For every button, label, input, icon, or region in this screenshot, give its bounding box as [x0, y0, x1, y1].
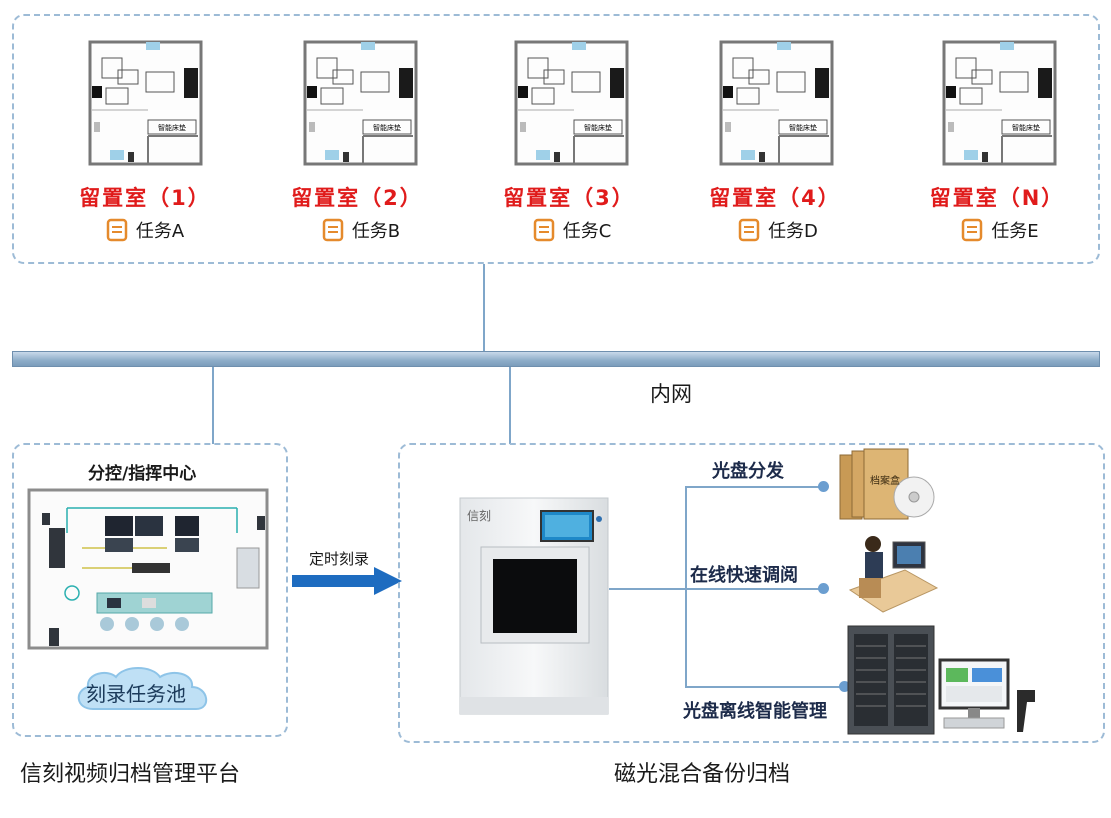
task-document-icon [738, 218, 760, 242]
room-title: 留置室（1） [79, 186, 211, 210]
barcode-scanner-icon [1017, 690, 1035, 732]
room-plan-label: 智能床垫 [584, 123, 612, 132]
room-task: 任务E [935, 217, 1065, 243]
branch-dot-2 [818, 583, 829, 594]
control-center-title: 分控/指挥中心 [88, 464, 197, 484]
bus-connector-left [212, 367, 214, 444]
archive-caption: 磁光混合备份归档 [614, 762, 791, 787]
rooms-region [12, 14, 1100, 264]
branch-dot-1 [818, 481, 829, 492]
workstation-monitor-image [938, 658, 1010, 729]
room-task-label: 任务E [991, 221, 1039, 242]
branch-dot-3 [839, 681, 850, 692]
task-document-icon [322, 218, 344, 242]
platform-label: 信刻视频归档管理平台 [20, 762, 241, 787]
room-plan-label: 智能床垫 [789, 123, 817, 132]
room-title: 留置室（2） [291, 186, 423, 210]
room-floorplan: 智能床垫 [719, 40, 834, 166]
task-pool-label: 刻录任务池 [86, 682, 186, 706]
control-center-floorplan [27, 488, 269, 650]
control-center-region [12, 443, 288, 737]
device-connector [609, 588, 686, 590]
room-task-label: 任务B [351, 221, 401, 242]
network-bus [12, 351, 1100, 367]
device-brand: 信刻 [467, 509, 492, 523]
archive-device [459, 497, 609, 715]
room-floorplan: 智能床垫 [303, 40, 418, 166]
room-task-label: 任务D [768, 221, 818, 242]
branch-label-1: 光盘分发 [712, 461, 784, 482]
room-floorplan: 智能床垫 [88, 40, 203, 166]
operator-workstation-image [848, 536, 939, 613]
bus-connector-right [509, 367, 511, 444]
room-title: 留置室（3） [503, 186, 635, 210]
network-label: 内网 [650, 382, 692, 406]
room-floorplan: 智能床垫 [514, 40, 629, 166]
room-floorplan: 智能床垫 [942, 40, 1057, 166]
branch-line-2 [685, 588, 824, 590]
archive-folders-disc-image [839, 448, 935, 520]
task-pool-cloud [77, 667, 207, 710]
room-plan-label: 智能床垫 [373, 123, 401, 132]
folder-label: 档案盒 [870, 476, 900, 487]
burn-arrow [292, 567, 402, 595]
room-task: 任务C [507, 217, 637, 243]
room-task: 任务B [296, 217, 426, 243]
room-title: 留置室（4） [709, 186, 841, 210]
room-plan-label: 智能床垫 [1012, 123, 1040, 132]
archive-region [398, 443, 1105, 743]
offline-cabinet-image [847, 625, 935, 735]
room-task-label: 任务C [562, 221, 612, 242]
rooms-connector [483, 264, 485, 352]
room-task: 任务A [80, 217, 210, 243]
room-task: 任务D [713, 217, 843, 243]
branch-label-3: 光盘离线智能管理 [683, 701, 827, 722]
task-document-icon [106, 218, 128, 242]
branch-label-2: 在线快速调阅 [690, 565, 798, 586]
task-document-icon [533, 218, 554, 242]
room-title: 留置室（N） [929, 186, 1065, 210]
task-document-icon [962, 218, 983, 242]
room-task-label: 任务A [135, 221, 185, 242]
branch-trunk [685, 486, 687, 687]
branch-line-1 [685, 486, 824, 488]
arrow-label: 定时刻录 [309, 550, 370, 568]
room-plan-label: 智能床垫 [158, 123, 186, 132]
branch-line-3 [685, 686, 844, 688]
